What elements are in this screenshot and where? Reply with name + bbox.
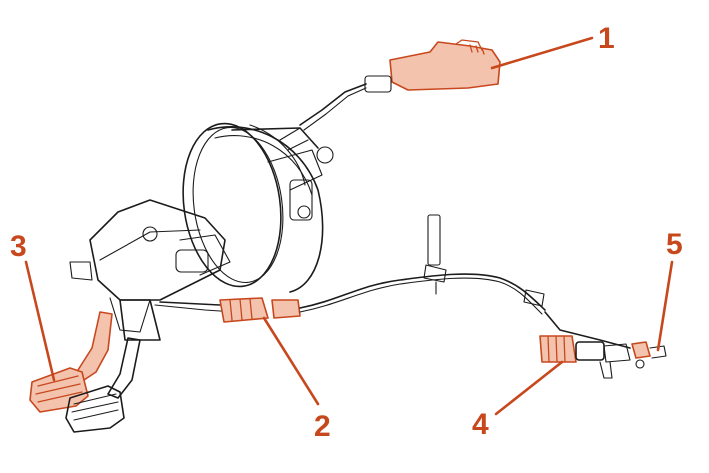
callout-label-3: 3 bbox=[10, 230, 27, 263]
callout-label-1: 1 bbox=[598, 22, 615, 55]
clutch-pedal bbox=[29, 311, 113, 413]
callout-leaders bbox=[24, 36, 674, 416]
clutch-master-cylinder bbox=[299, 39, 501, 131]
leader-2 bbox=[262, 316, 320, 406]
pedal-bracket bbox=[69, 199, 236, 341]
callout-label-5: 5 bbox=[666, 228, 683, 261]
bleed-valve bbox=[631, 341, 667, 369]
clutch-slave-cylinder bbox=[539, 335, 631, 379]
clutch-hydraulic-line bbox=[159, 214, 631, 349]
leader-3 bbox=[24, 260, 56, 382]
leader-1 bbox=[490, 36, 594, 70]
brake-booster bbox=[182, 122, 334, 293]
brake-pedal bbox=[65, 337, 141, 433]
callout-labels: 1 2 3 4 5 bbox=[10, 22, 683, 443]
leader-4 bbox=[494, 360, 564, 416]
callout-label-2: 2 bbox=[314, 410, 331, 443]
callout-label-4: 4 bbox=[472, 408, 489, 441]
leader-5 bbox=[656, 260, 674, 352]
